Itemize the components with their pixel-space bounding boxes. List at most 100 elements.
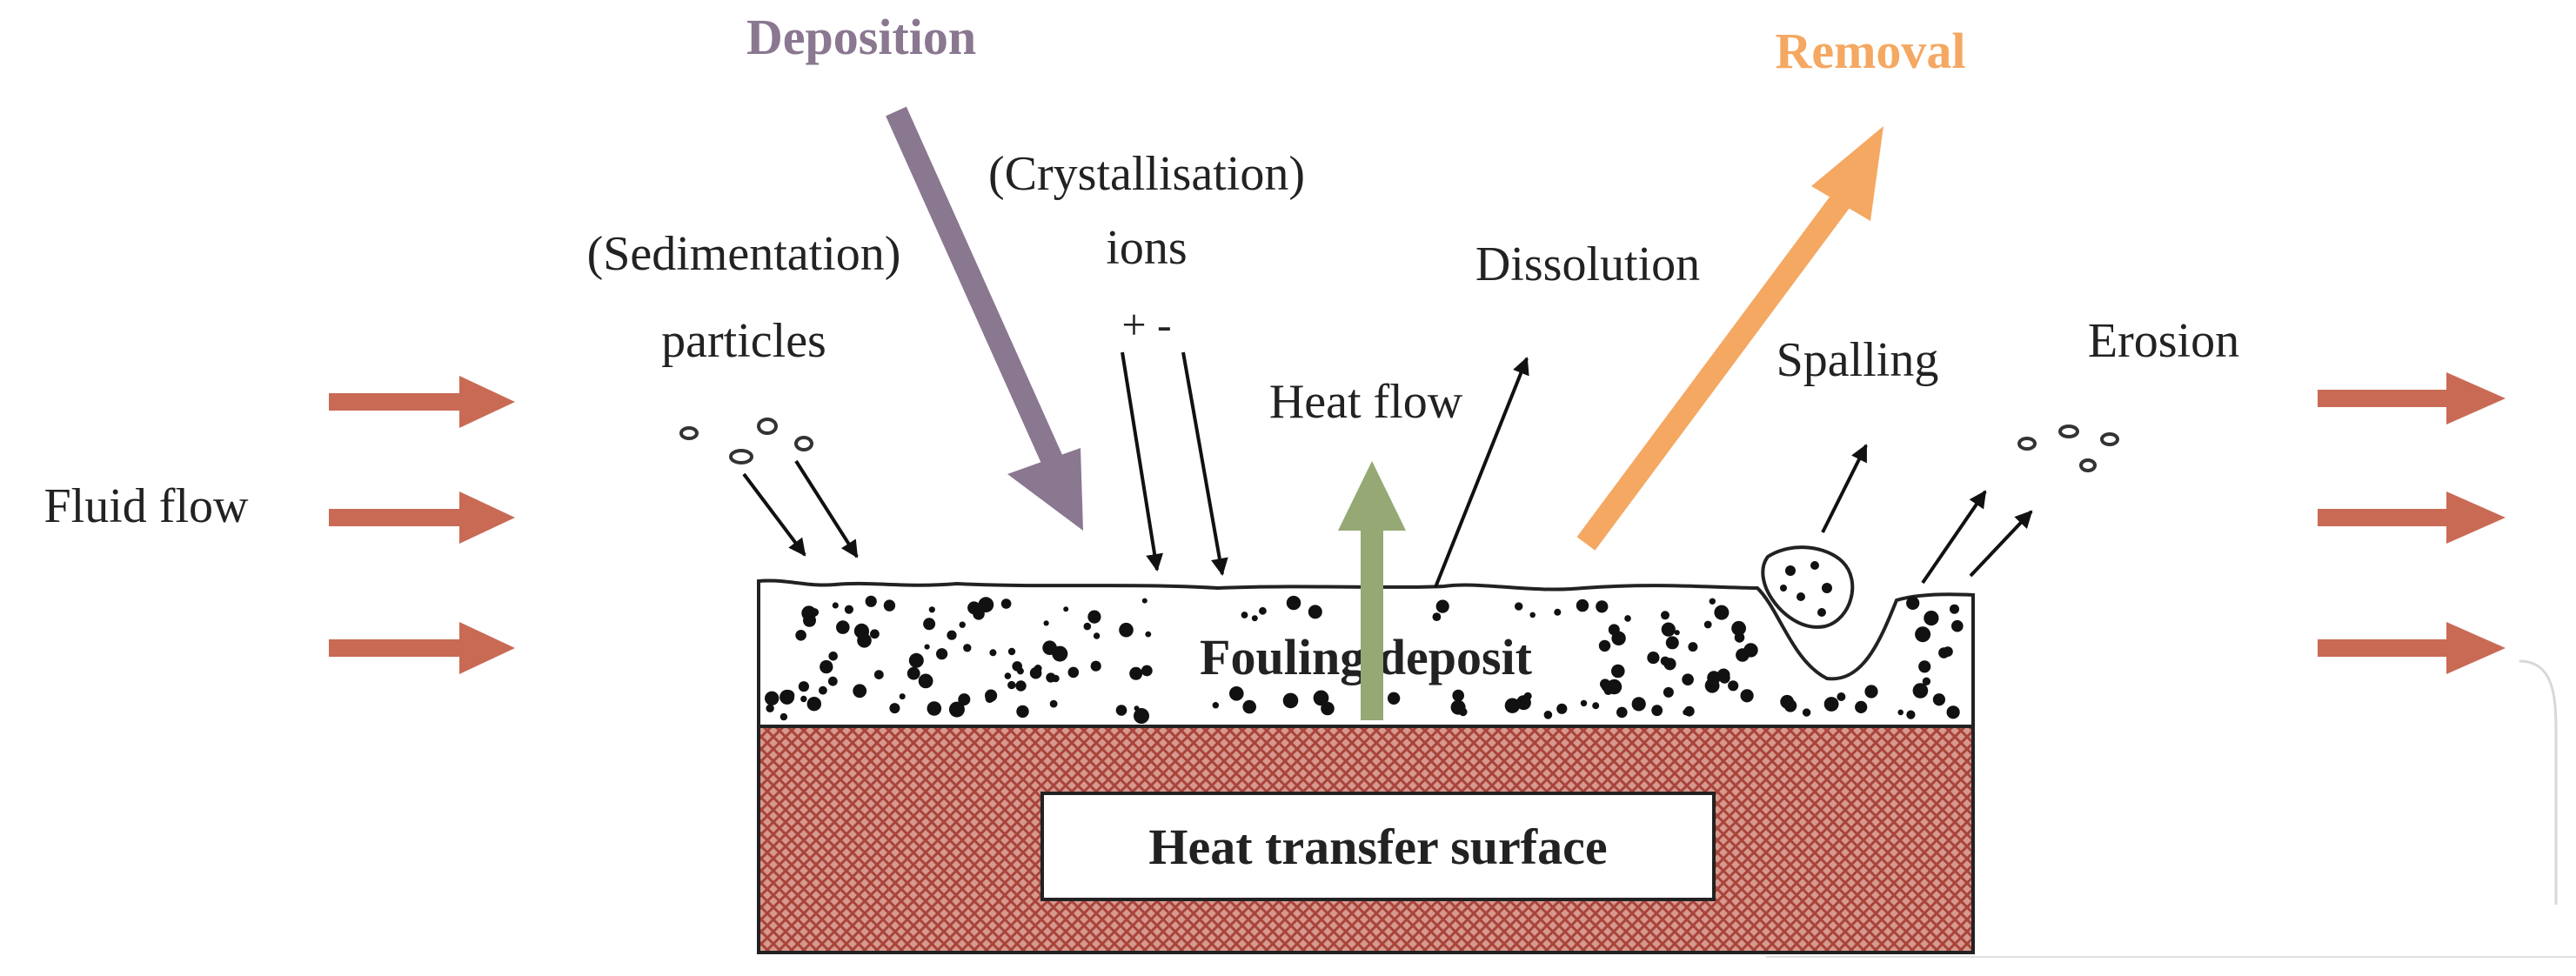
deposit-dot — [1083, 622, 1092, 631]
deposit-dot — [1015, 680, 1027, 692]
deposit-dot — [1452, 689, 1464, 702]
deposit-dot — [1556, 703, 1568, 714]
deposit-dot — [1647, 652, 1660, 665]
deposit-dot — [1119, 622, 1134, 638]
dissolution-arrow — [1434, 357, 1529, 588]
deposit-dot — [907, 666, 920, 680]
deposit-dot — [1837, 692, 1846, 701]
fluid-flow-label: Fluid flow — [44, 479, 249, 533]
deposit-dot — [1918, 660, 1931, 673]
deposit-dot — [1611, 664, 1625, 679]
deposit-dot — [1950, 604, 1959, 614]
deposit-dot — [1736, 648, 1750, 662]
erosion-arrow-2 — [1969, 510, 2033, 578]
sedimentation-label: (Sedimentation) — [587, 227, 901, 281]
crystallisation-arrow-1 — [1121, 351, 1164, 572]
deposit-dot — [978, 597, 994, 613]
deposit-dot — [959, 621, 966, 628]
deposit-dot — [1783, 699, 1797, 712]
deposit-dot — [819, 685, 827, 695]
particles-label: particles — [661, 314, 826, 368]
dissolution-label: Dissolution — [1475, 237, 1700, 291]
deposit-dot — [1823, 697, 1839, 712]
deposit-dot — [853, 684, 867, 699]
deposit-dot — [1090, 660, 1101, 672]
deposit-dot — [1282, 692, 1299, 709]
deposit-dot — [1515, 695, 1531, 711]
deposit-dot — [1087, 610, 1101, 624]
deposit-dot — [832, 602, 839, 609]
fluid-arrow-right-3 — [2318, 622, 2506, 674]
deposit-dot — [1740, 689, 1754, 703]
deposit-dot — [985, 694, 994, 704]
erosion-arrow-1 — [1921, 490, 1987, 585]
deposit-dot — [803, 613, 816, 627]
crystallisation-label: (Crystallisation) — [988, 147, 1305, 201]
deposit-dot — [967, 601, 980, 615]
deposit-dot — [828, 652, 838, 661]
deposit-dot — [1141, 598, 1147, 604]
deposit-dot — [1596, 600, 1609, 613]
deposit-dot — [836, 620, 850, 634]
deposit-dot — [1554, 608, 1562, 616]
deposit-dot — [1682, 673, 1694, 685]
deposit-dot — [853, 623, 870, 639]
deposit-dot — [1134, 708, 1149, 724]
fluid-flow-arrows-left — [329, 376, 515, 674]
deposit-dot — [923, 618, 936, 631]
deposit-dot — [1286, 595, 1301, 611]
deposit-dot — [1661, 622, 1676, 637]
deposit-dot — [1855, 700, 1868, 714]
deposit-dot — [889, 703, 900, 714]
deposit-dot — [1932, 693, 1945, 706]
deposit-dot — [957, 701, 965, 708]
fluid-flow-arrows-right — [2318, 372, 2506, 674]
deposit-dot — [1580, 699, 1588, 707]
deposit-dot — [1016, 705, 1029, 719]
deposit-dot — [795, 630, 806, 641]
deposit-dot — [1054, 647, 1064, 658]
deposit-dot — [963, 644, 972, 652]
deposit-dot — [1529, 612, 1536, 618]
deposit-dot — [1145, 631, 1152, 638]
heat-transfer-surface-label-box — [1040, 792, 1716, 901]
deposit-dot — [1688, 642, 1698, 652]
deposit-dot — [1043, 620, 1049, 626]
deposit-dot — [1683, 709, 1689, 716]
deposit-dot — [1242, 699, 1256, 714]
deposit-dot — [1000, 598, 1012, 609]
deposit-dot — [1912, 683, 1929, 699]
deposit-dot — [1624, 615, 1631, 622]
deposit-dot — [1631, 697, 1646, 712]
sedimentation-particles — [679, 418, 813, 465]
spalling-chunk-dots — [1780, 561, 1832, 617]
deposit-dot — [1616, 706, 1628, 719]
deposition-arrow — [886, 106, 1083, 531]
deposit-dot — [1922, 677, 1931, 685]
deposit-dot — [1049, 699, 1058, 708]
deposit-dot — [1897, 709, 1904, 716]
deposit-dot — [827, 676, 838, 686]
deposit-dot — [1012, 661, 1022, 672]
sedimentation-arrow-2 — [794, 459, 859, 558]
deposit-dot — [1435, 599, 1449, 613]
deposit-dot — [1007, 647, 1016, 656]
deposit-dot — [1592, 702, 1600, 710]
deposit-dot — [1734, 632, 1745, 643]
deposit-dot — [1115, 705, 1127, 716]
deposit-dot — [1660, 656, 1670, 666]
deposit-dot — [928, 606, 935, 613]
deposit-dot — [1029, 666, 1042, 679]
deposit-dot — [1313, 690, 1329, 706]
deposition-label: Deposition — [746, 9, 976, 65]
deposit-dot — [1663, 686, 1674, 698]
deposit-dot — [1938, 647, 1950, 658]
deposit-dot — [1387, 692, 1401, 705]
deposit-dot — [870, 629, 880, 639]
deposit-dot — [798, 681, 810, 692]
fluid-arrow-right-2 — [2318, 491, 2506, 544]
sedimentation-arrow-1 — [742, 472, 806, 557]
spalling-label: Spalling — [1776, 333, 1939, 387]
deposit-dot — [1259, 606, 1267, 615]
